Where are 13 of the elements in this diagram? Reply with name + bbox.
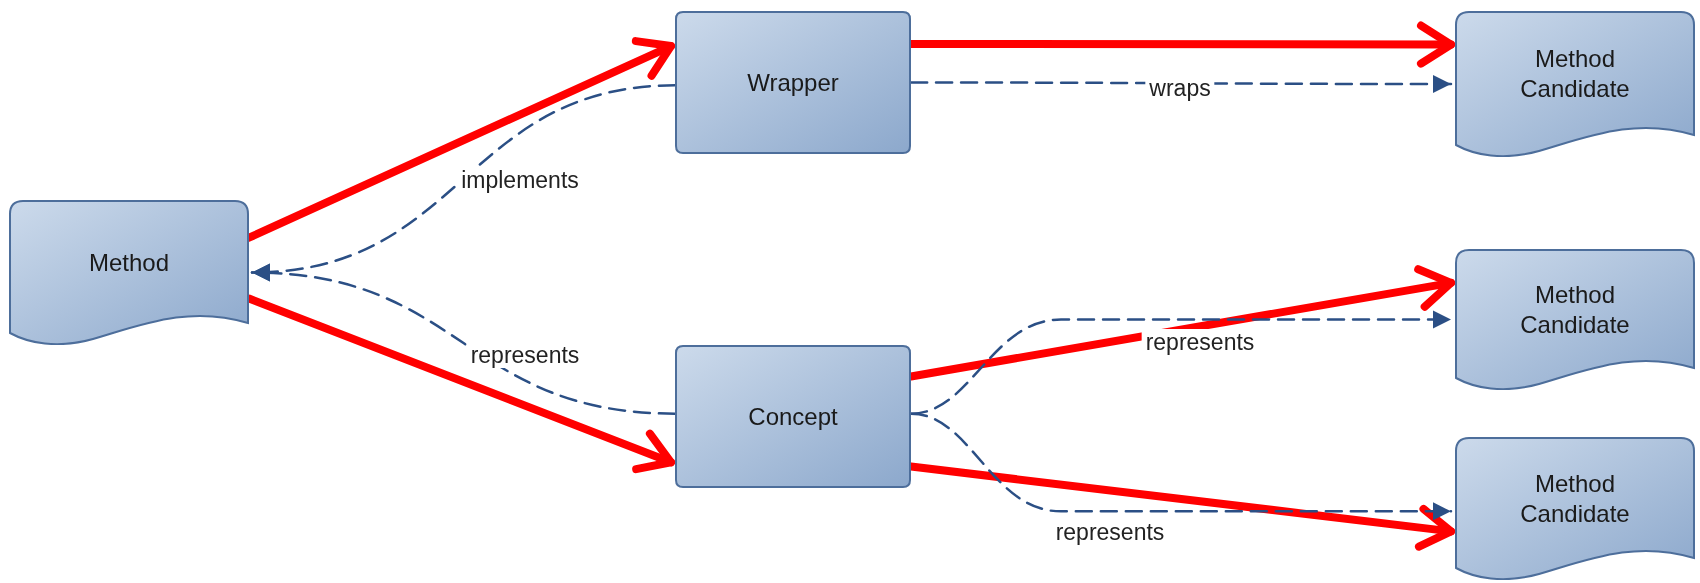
process-box bbox=[675, 11, 911, 154]
node-label: Concept bbox=[747, 401, 839, 432]
document-shape bbox=[1455, 437, 1695, 580]
node-label: Method Candidate bbox=[1519, 279, 1631, 340]
node-label: Method Candidate bbox=[1519, 468, 1631, 529]
dashed-arrow bbox=[250, 264, 677, 415]
node-label: Wrapper bbox=[746, 67, 840, 98]
document-shape bbox=[9, 200, 249, 345]
node-label: Method Candidate bbox=[1519, 44, 1631, 104]
process-box bbox=[675, 345, 911, 488]
document-shape bbox=[1455, 249, 1695, 390]
document-shape bbox=[1455, 11, 1695, 157]
node-label: Method bbox=[87, 247, 171, 278]
